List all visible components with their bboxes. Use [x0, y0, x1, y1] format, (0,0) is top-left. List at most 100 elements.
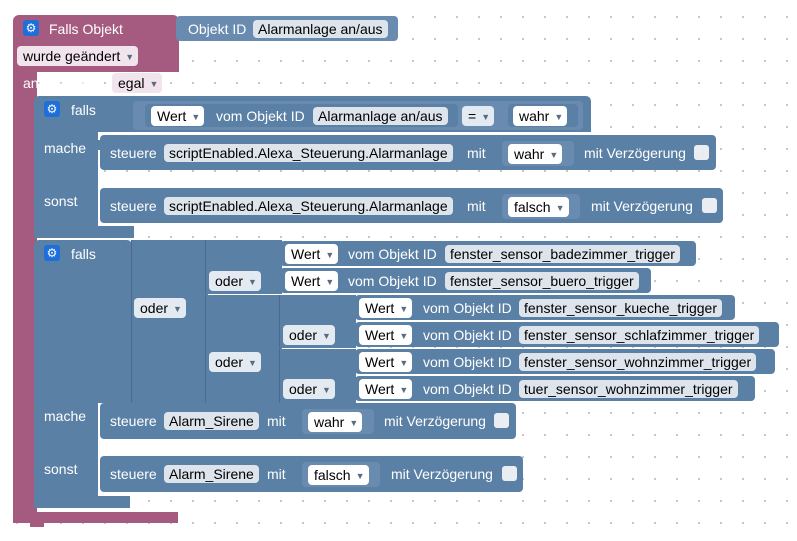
chevron-down-icon: ▼ — [399, 331, 409, 341]
sensor-4-vom-label: vom Objekt ID — [423, 327, 512, 343]
if1-else-mit: mit — [467, 198, 486, 214]
trigger-block-tab — [30, 522, 44, 527]
if2-then-delay-label: mit Verzögerung — [384, 413, 486, 429]
if1-mache-label: mache — [44, 140, 87, 156]
if2-else-delay-label: mit Verzögerung — [391, 466, 493, 482]
change-mode-value: wurde geändert — [23, 48, 121, 64]
sensor-5-wert-value: Wert — [365, 354, 395, 370]
if1-operator-value: = — [468, 108, 477, 124]
if2-else-bool-value: falsch — [314, 467, 351, 483]
if2-then-steuere: steuere — [110, 413, 157, 429]
sensor-2-wert-dropdown[interactable]: Wert▼ — [285, 271, 339, 291]
ack-dropdown[interactable]: egal▼ — [112, 73, 163, 93]
sensor-4-object-field[interactable]: fenster_sensor_schlafzimmer_trigger — [519, 326, 760, 344]
if-block-2-body[interactable] — [34, 400, 98, 508]
gear-icon[interactable]: ⚙ — [44, 101, 60, 117]
sensor-1-wert-value: Wert — [291, 246, 321, 262]
gear-icon[interactable]: ⚙ — [23, 20, 39, 36]
if-block-2-footer[interactable] — [34, 496, 130, 508]
chevron-down-icon: ▼ — [355, 471, 365, 481]
sensor-3-object-field[interactable]: fenster_sensor_kueche_trigger — [519, 299, 723, 317]
chevron-down-icon: ▼ — [322, 331, 331, 341]
sensor-6-wert-dropdown[interactable]: Wert▼ — [359, 379, 413, 399]
sensor-4-wert-value: Wert — [365, 327, 395, 343]
if1-else-bool-value: falsch — [514, 199, 551, 215]
sensor-5-wert-dropdown[interactable]: Wert▼ — [359, 352, 413, 372]
chevron-down-icon: ▼ — [149, 79, 159, 89]
if1-then-steuere: steuere — [110, 145, 157, 161]
if2-then-delay-checkbox[interactable] — [494, 413, 509, 428]
if2-then-bool-dropdown[interactable]: wahr ▼ — [308, 412, 363, 432]
sensor-3-wert-dropdown[interactable]: Wert ▼ — [359, 298, 413, 318]
chevron-down-icon: ▼ — [248, 277, 257, 287]
if1-object-field[interactable]: Alarmanlage an/aus — [313, 107, 448, 125]
sensor-2-vom-label: vom Objekt ID — [348, 273, 437, 289]
sensor-1-object-field[interactable]: fenster_sensor_badezimmer_trigger — [445, 245, 680, 263]
if-block-2[interactable] — [34, 240, 132, 403]
if1-wert-dropdown[interactable]: Wert ▼ — [151, 106, 205, 126]
if2-else-bool-dropdown[interactable]: falsch ▼ — [308, 465, 369, 485]
trigger-title: Falls Objekt — [49, 21, 123, 37]
chevron-down-icon: ▼ — [399, 304, 409, 314]
or-a-dropdown[interactable]: oder ▼ — [209, 271, 261, 291]
sensor-4-wert-dropdown[interactable]: Wert ▼ — [359, 325, 413, 345]
chevron-down-icon: ▼ — [191, 112, 201, 122]
if1-wert-value: Wert — [157, 108, 187, 124]
if1-then-delay-label: mit Verzögerung — [584, 145, 686, 161]
if1-falls-label: falls — [71, 102, 96, 118]
chevron-down-icon: ▼ — [349, 418, 359, 428]
sensor-1-vom-label: vom Objekt ID — [348, 246, 437, 262]
or-block-outer[interactable] — [131, 240, 208, 403]
chevron-down-icon: ▼ — [554, 112, 564, 122]
or-block-b[interactable] — [205, 295, 282, 403]
if2-then-object-field[interactable]: Alarm_Sirene — [164, 412, 259, 430]
or-d-value: oder — [289, 381, 318, 397]
gear-icon[interactable]: ⚙ — [44, 245, 60, 261]
or-b-value: oder — [215, 354, 244, 370]
ack-label: anerkannt ist — [23, 75, 104, 91]
sensor-5-object-field[interactable]: fenster_sensor_wohnzimmer_trigger — [519, 353, 757, 371]
if1-then-bool-value: wahr — [514, 146, 545, 162]
trigger-block-footer[interactable] — [13, 512, 178, 523]
if2-else-delay-checkbox[interactable] — [502, 466, 517, 481]
sensor-5-vom-label: vom Objekt ID — [423, 354, 512, 370]
chevron-down-icon: ▼ — [248, 358, 257, 368]
if2-then-mit: mit — [267, 413, 286, 429]
if2-then-bool-value: wahr — [314, 414, 345, 430]
if-block-1-body[interactable] — [34, 131, 98, 238]
trigger-block-body[interactable] — [13, 60, 37, 523]
if1-else-object-field[interactable]: scriptEnabled.Alexa_Steuerung.Alarmanlag… — [164, 197, 453, 215]
if1-else-steuere: steuere — [110, 198, 157, 214]
sensor-6-vom-label: vom Objekt ID — [423, 381, 512, 397]
change-mode-dropdown[interactable]: wurde geändert▼ — [17, 46, 139, 66]
chevron-down-icon: ▼ — [549, 150, 559, 160]
or-b-dropdown[interactable]: oder ▼ — [209, 352, 261, 372]
if1-sonst-label: sonst — [44, 193, 78, 209]
if-block-1-footer[interactable] — [34, 226, 134, 238]
trigger-object-field[interactable]: Alarmanlage an/aus — [253, 20, 388, 38]
or-c-dropdown[interactable]: oder▼ — [283, 325, 335, 345]
if2-else-object-field[interactable]: Alarm_Sirene — [164, 465, 259, 483]
sensor-2-object-field[interactable]: fenster_sensor_buero_trigger — [445, 272, 639, 290]
if1-else-bool-dropdown[interactable]: falsch▼ — [508, 197, 569, 217]
sensor-6-object-field[interactable]: tuer_sensor_wohnzimmer_trigger — [519, 380, 738, 398]
if1-then-object-field[interactable]: scriptEnabled.Alexa_Steuerung.Alarmanlag… — [164, 144, 453, 162]
or-a-value: oder — [215, 273, 244, 289]
or-outer-dropdown[interactable]: oder▼ — [134, 298, 186, 318]
if1-then-bool-dropdown[interactable]: wahr ▼ — [508, 144, 563, 164]
if2-else-mit: mit — [267, 466, 286, 482]
if2-sonst-label: sonst — [44, 461, 78, 477]
sensor-1-wert-dropdown[interactable]: Wert ▼ — [285, 244, 339, 264]
sensor-3-wert-value: Wert — [365, 300, 395, 316]
chevron-down-icon: ▼ — [325, 250, 335, 260]
or-d-dropdown[interactable]: oder ▼ — [283, 379, 335, 399]
chevron-down-icon: ▼ — [173, 304, 182, 314]
if1-then-mit: mit — [467, 145, 486, 161]
chevron-down-icon: ▼ — [322, 385, 331, 395]
if1-operator-dropdown[interactable]: =▼ — [462, 106, 495, 126]
if1-else-delay-checkbox[interactable] — [702, 198, 717, 213]
if2-mache-label: mache — [44, 408, 87, 424]
if1-bool-dropdown[interactable]: wahr ▼ — [513, 106, 568, 126]
if1-bool-value: wahr — [519, 108, 550, 124]
if1-then-delay-checkbox[interactable] — [694, 145, 709, 160]
